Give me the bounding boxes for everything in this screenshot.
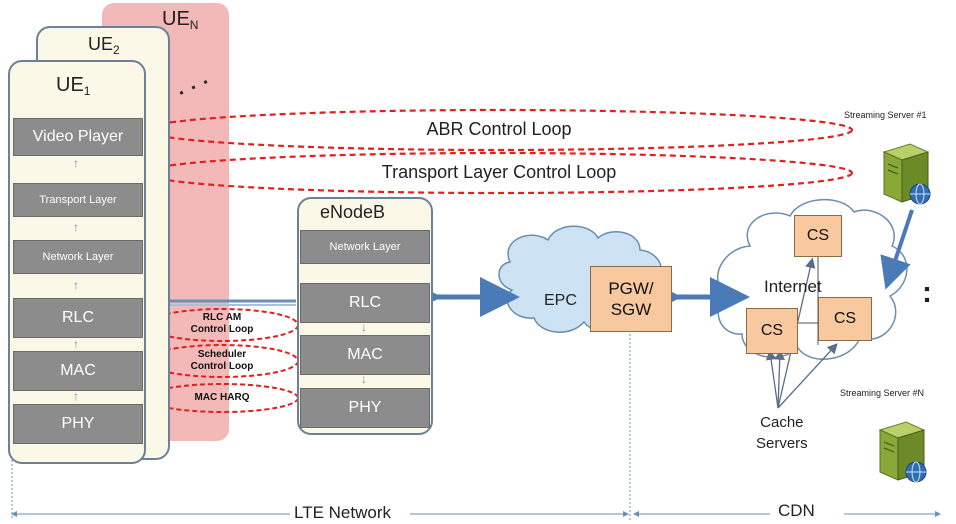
ue-layer-rlc: RLC	[13, 298, 143, 338]
ue-up-arrow: ↑	[73, 156, 79, 170]
mac-harq-loop-label: MAC HARQ	[194, 392, 250, 403]
ue-up-arrow: ↑	[73, 389, 79, 403]
enodeb-layer-mac: MAC	[300, 335, 430, 375]
ue-layer-transport: Transport Layer	[13, 183, 143, 217]
streaming-server-1-label: Streaming Server #1	[844, 110, 927, 120]
transport-loop-label: Transport Layer Control Loop	[381, 162, 617, 182]
streaming-server-n-icon	[878, 421, 927, 483]
ue-layer-phy: PHY	[13, 404, 143, 444]
server1-arrow	[880, 209, 914, 290]
streaming-server-1-icon	[882, 143, 931, 205]
abr-loop-label: ABR Control Loop	[426, 119, 572, 139]
enodeb-title: eNodeB	[320, 202, 386, 222]
cdn-label: CDN	[778, 501, 815, 520]
ue2-title: UE2	[88, 34, 120, 57]
cs-box-left: CS	[746, 308, 798, 354]
streaming-server-n-label: Streaming Server #N	[840, 388, 925, 398]
enodeb-layer-phy: PHY	[300, 388, 430, 428]
pgw-sgw-box: PGW/SGW	[590, 266, 672, 332]
internet-label: Internet	[764, 277, 822, 296]
enodeb-down-arrow: ↓	[361, 320, 367, 334]
cs-box-right: CS	[818, 297, 872, 341]
ue-layer-mac: MAC	[13, 351, 143, 391]
enodeb-layer-network: Network Layer	[300, 230, 430, 264]
ue-up-arrow: ↑	[73, 220, 79, 234]
more-servers-dots: :	[922, 276, 932, 309]
enodeb-down-arrow: ↓	[361, 372, 367, 386]
ue-up-arrow: ↑	[73, 278, 79, 292]
ue-n-title: UEN	[162, 8, 199, 32]
enodeb-layer-rlc: RLC	[300, 283, 430, 323]
cs-box-top: CS	[794, 215, 842, 257]
ue1-title: UE1	[56, 74, 91, 98]
ue-layer-video-player: Video Player	[13, 118, 143, 156]
ue-up-arrow: ↑	[73, 337, 79, 351]
lte-network-label: LTE Network	[294, 503, 391, 522]
ue-layer-network: Network Layer	[13, 240, 143, 274]
epc-label: EPC	[544, 292, 577, 309]
